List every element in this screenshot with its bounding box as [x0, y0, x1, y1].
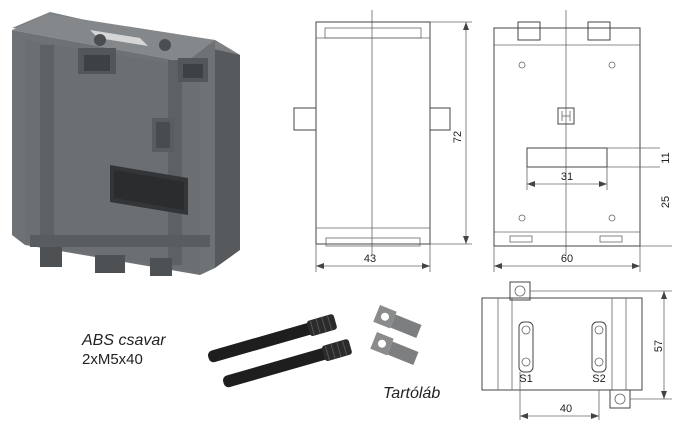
front-height-dimension: 72	[452, 131, 464, 143]
screw-spec-label: 2xM5x40	[82, 351, 143, 368]
current-transformer-photo	[12, 12, 240, 276]
window-height-dimension: 11	[660, 152, 672, 163]
mounting-feet-photo	[370, 305, 422, 365]
screw-title-label: ABS csavar	[81, 332, 166, 349]
hole-spacing-dimension: 40	[560, 403, 572, 415]
terminal-s1-label: S1	[519, 373, 532, 385]
side-view-drawing	[493, 10, 672, 272]
bottom-depth-dimension: 57	[653, 340, 665, 352]
window-offset-dimension: 25	[660, 196, 672, 208]
abs-screws-photo	[208, 314, 352, 388]
window-width-dimension: 31	[561, 171, 573, 183]
foot-label: Tartóláb	[383, 385, 440, 402]
side-width-dimension: 60	[561, 253, 573, 265]
front-width-dimension: 43	[364, 253, 376, 265]
terminal-s2-label: S2	[592, 373, 605, 385]
bottom-view-drawing	[481, 281, 672, 420]
front-view-drawing	[293, 10, 472, 272]
